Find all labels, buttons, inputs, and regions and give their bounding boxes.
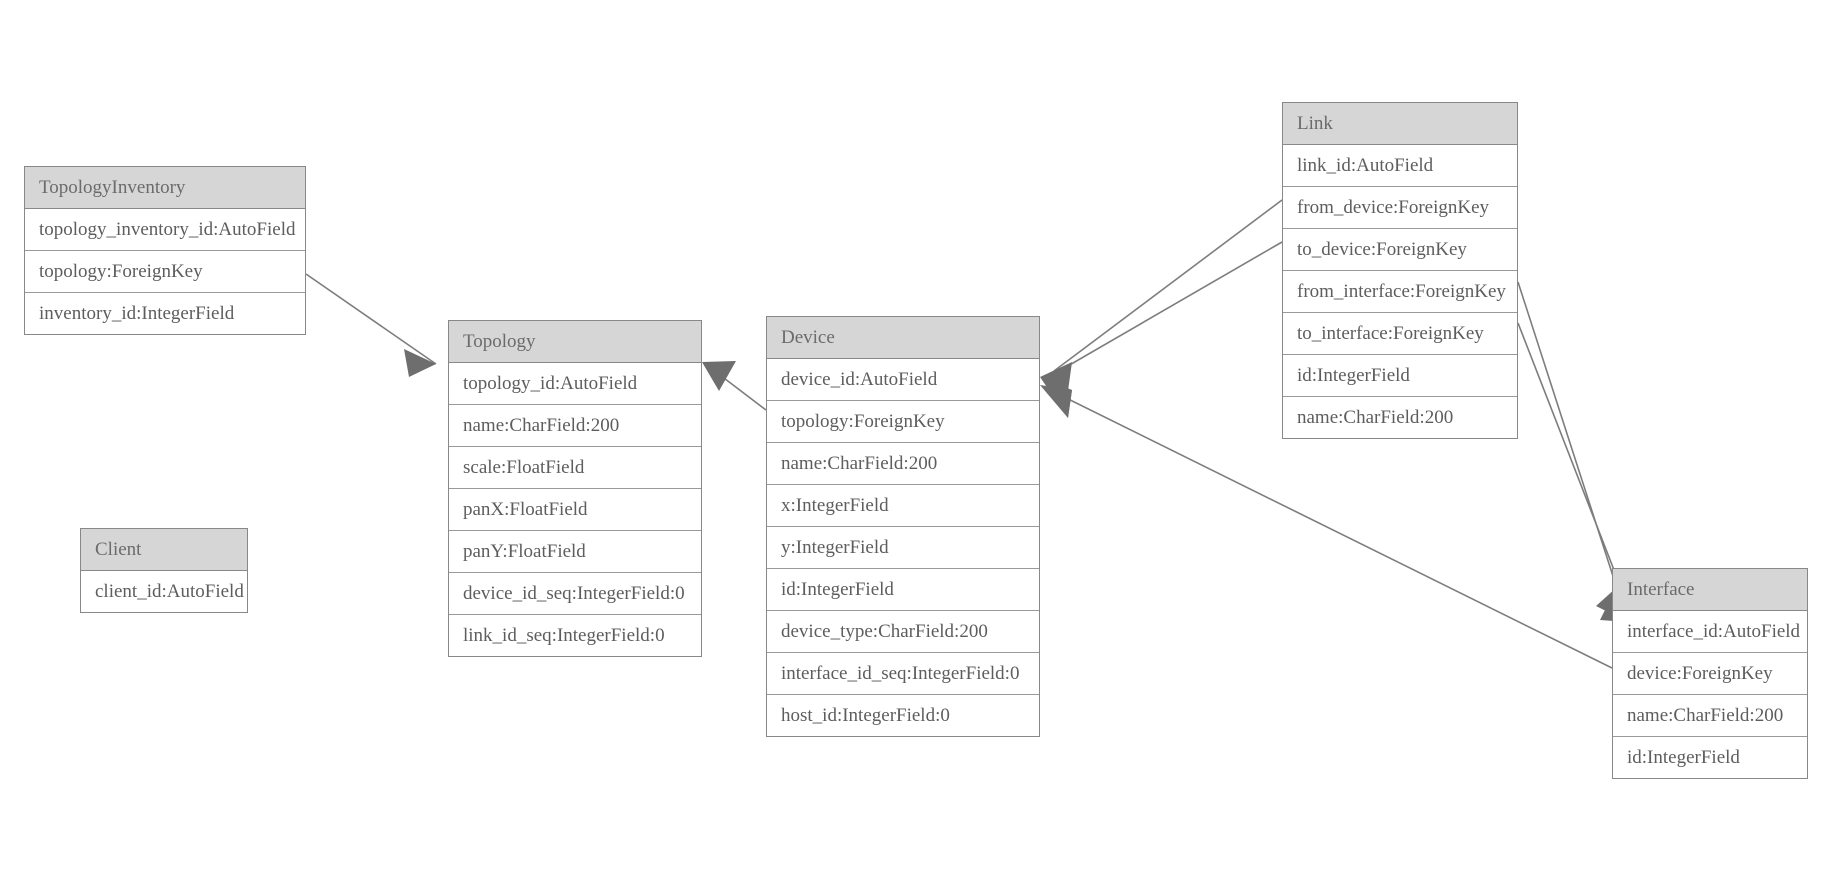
entity-title-link: Link — [1283, 103, 1517, 145]
entity-title-client: Client — [81, 529, 247, 571]
edge-line — [715, 371, 767, 411]
attribute-row[interactable]: panY:FloatField — [449, 531, 701, 573]
attribute-row[interactable]: x:IntegerField — [767, 485, 1039, 527]
attribute-row[interactable]: link_id:AutoField — [1283, 145, 1517, 187]
edge-arrowhead — [404, 349, 436, 377]
attribute-row[interactable]: topology:ForeignKey — [25, 251, 305, 293]
edge-line — [1053, 241, 1283, 375]
edge-line — [1053, 199, 1283, 372]
attribute-row[interactable]: topology_id:AutoField — [449, 363, 701, 405]
attribute-row[interactable]: to_interface:ForeignKey — [1283, 313, 1517, 355]
edge-line — [1517, 322, 1629, 607]
attribute-row[interactable]: host_id:IntegerField:0 — [781, 705, 950, 726]
attribute-row[interactable]: from_device:ForeignKey — [1283, 187, 1517, 229]
edge-arrowhead — [1040, 377, 1072, 418]
attribute-row[interactable]: interface_id_seq:IntegerField:0 — [767, 653, 1039, 695]
attribute-row[interactable]: panX:FloatField — [449, 489, 701, 531]
entity-title-device: Device — [767, 317, 1039, 359]
attribute-row[interactable]: client_id:AutoField — [95, 581, 244, 602]
attribute-row[interactable]: name:CharField:200 — [1613, 695, 1807, 737]
attribute-row[interactable]: interface_id:AutoField — [1613, 611, 1807, 653]
attribute-list-client: client_id:AutoField — [81, 571, 247, 612]
entity-title-topology: Topology — [449, 321, 701, 363]
attribute-row[interactable]: topology_inventory_id:AutoField — [25, 209, 305, 251]
attribute-row[interactable]: device:ForeignKey — [1613, 653, 1807, 695]
attribute-row[interactable]: link_id_seq:IntegerField:0 — [463, 625, 665, 646]
attribute-row[interactable]: id:IntegerField — [1283, 355, 1517, 397]
attribute-row[interactable]: scale:FloatField — [449, 447, 701, 489]
attribute-row[interactable]: y:IntegerField — [767, 527, 1039, 569]
entity-title-topology_inventory: TopologyInventory — [25, 167, 305, 209]
attribute-row[interactable]: id:IntegerField — [1627, 747, 1740, 768]
attribute-row[interactable]: from_interface:ForeignKey — [1283, 271, 1517, 313]
edge-line — [1517, 281, 1623, 605]
attribute-row[interactable]: to_device:ForeignKey — [1283, 229, 1517, 271]
attribute-row[interactable]: name:CharField:200 — [449, 405, 701, 447]
attribute-row[interactable]: name:CharField:200 — [767, 443, 1039, 485]
entity-title-interface: Interface — [1613, 569, 1807, 611]
edge-arrowhead — [1040, 362, 1072, 391]
attribute-row[interactable]: device_id_seq:IntegerField:0 — [449, 573, 701, 615]
edge-arrowhead — [702, 361, 736, 391]
entity-client[interactable]: Client client_id:AutoField — [80, 528, 248, 613]
attribute-row[interactable]: inventory_id:IntegerField — [39, 303, 235, 324]
edge-arrowhead — [1040, 385, 1072, 418]
attribute-row[interactable]: device_id:AutoField — [767, 359, 1039, 401]
attribute-row[interactable]: topology:ForeignKey — [767, 401, 1039, 443]
attribute-row[interactable]: id:IntegerField — [767, 569, 1039, 611]
attribute-row[interactable]: name:CharField:200 — [1297, 407, 1454, 428]
edge-line — [305, 273, 437, 365]
attribute-row[interactable]: device_type:CharField:200 — [767, 611, 1039, 653]
